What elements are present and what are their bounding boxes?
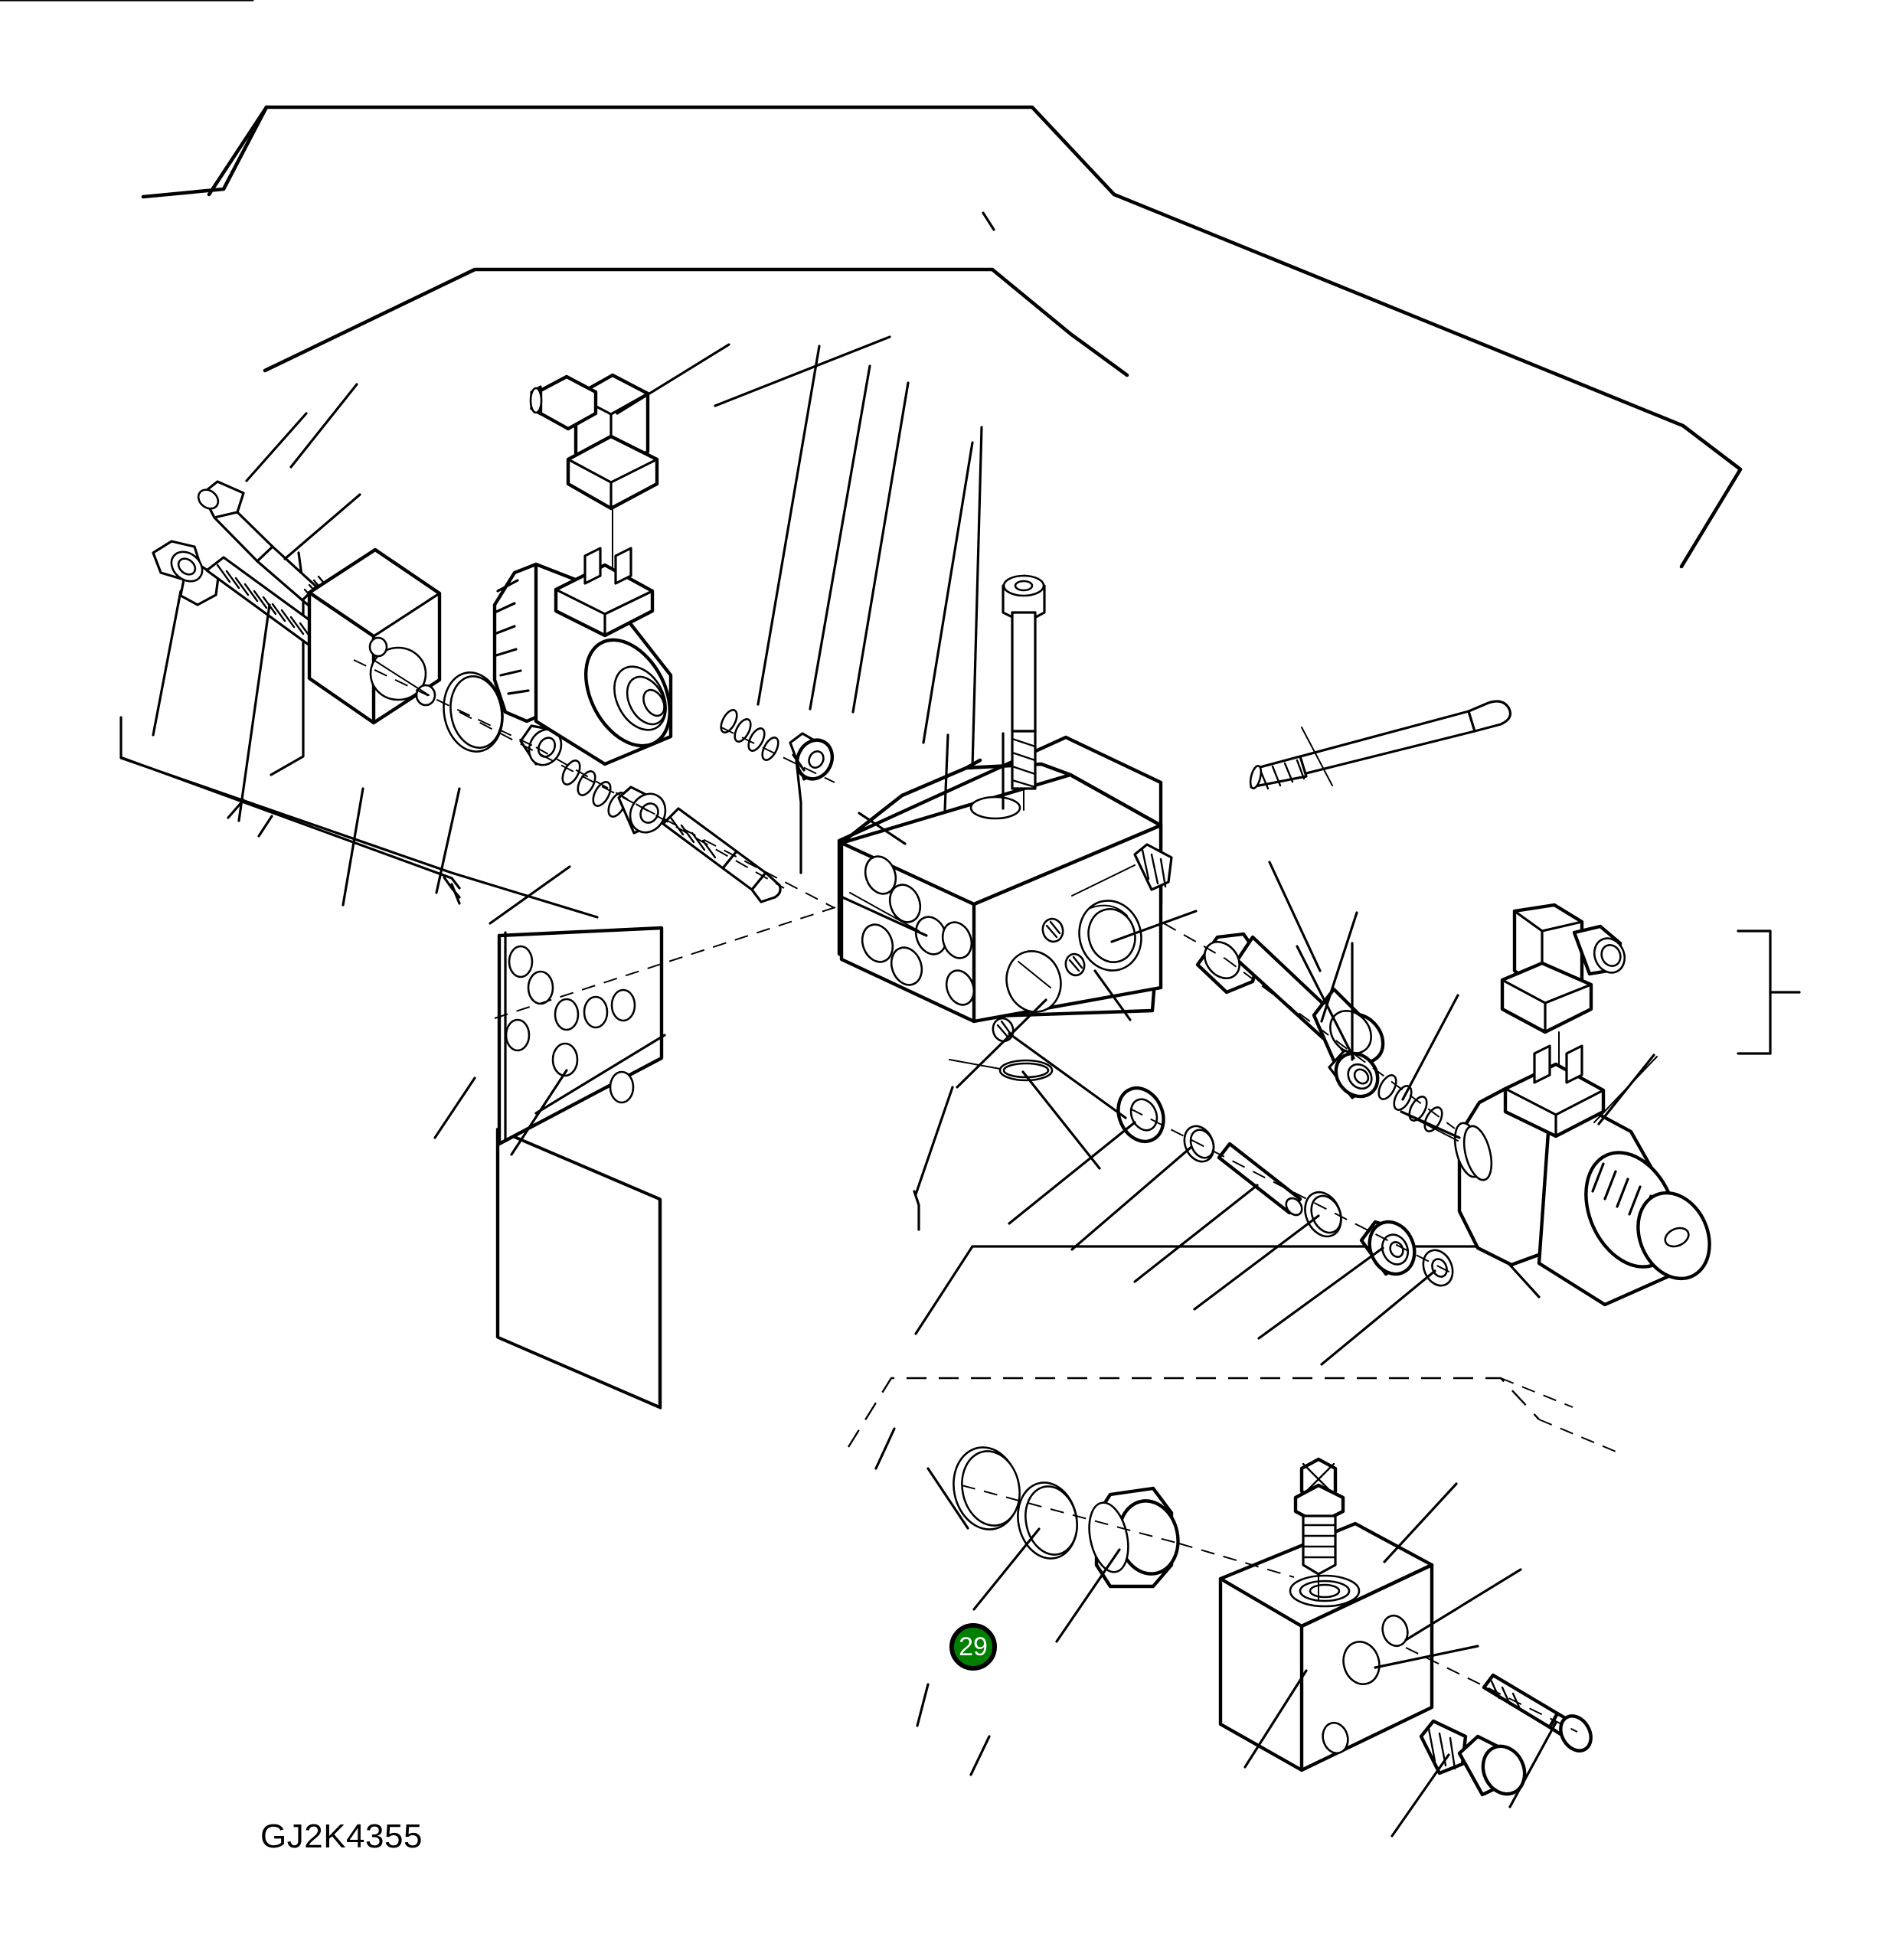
compression-spring-right: [1377, 1074, 1443, 1132]
long-through-bolt: [1249, 700, 1511, 790]
relief-valve-block: [1218, 1521, 1434, 1772]
o-ring-backup: [1017, 1481, 1078, 1560]
threaded-plug-small: [1133, 843, 1173, 891]
outer-assembly-boundary: [141, 105, 1743, 569]
socket-head-cap-screw-top: [1002, 574, 1046, 811]
valve-seat-left: [617, 786, 667, 835]
manifold-block-main: [837, 735, 1163, 1043]
solenoid-coil-upper: [492, 547, 673, 766]
drawing-number-label: GJ2K4355: [260, 1818, 423, 1855]
sleeve-spacer: [1088, 1486, 1180, 1589]
compression-spring-left: [561, 760, 627, 818]
coil-spring-small-upper: [720, 709, 779, 761]
leader-lines: [152, 211, 1655, 1838]
callout-badge-29[interactable]: 29: [949, 1623, 997, 1671]
upper-solenoid-group: [492, 373, 835, 781]
spool-plunger-right: [1195, 932, 1385, 1067]
lower-relief-valve-group: [847, 1377, 1624, 1797]
o-ring-large-left: [443, 671, 504, 753]
port-block-left: [307, 547, 442, 725]
right-spool-group: [1195, 932, 1443, 1132]
din-connector-right: [1500, 903, 1626, 1034]
vent-plug: [1293, 1457, 1345, 1601]
o-ring-lower: [1304, 1191, 1342, 1238]
left-fastener-group: [152, 480, 782, 903]
right-solenoid-group: [1407, 903, 1711, 1307]
o-ring-seal: [953, 1446, 1021, 1530]
seat-bushing-lower: [1359, 1220, 1417, 1276]
cartridge-plug-left: [662, 807, 782, 903]
o-ring-manifold-bottom: [998, 1059, 1054, 1082]
washer-small-lower: [1422, 1249, 1454, 1287]
poppet-seat-left: [519, 724, 563, 766]
fitting-nipple: [1419, 1719, 1527, 1797]
bolt-lower-right: [1482, 1673, 1593, 1753]
din-connector-upper: [529, 373, 659, 511]
pin-dowel-lower: [1217, 1142, 1303, 1217]
hex-nut-left: [152, 540, 220, 606]
assembly-axis-lines: [353, 659, 1578, 1733]
group-bracket-lines: [0, 0, 1801, 1335]
solenoid-coil-right: [1453, 1044, 1711, 1307]
seat-right: [1328, 1049, 1380, 1099]
gasket-plate: [495, 926, 664, 1410]
